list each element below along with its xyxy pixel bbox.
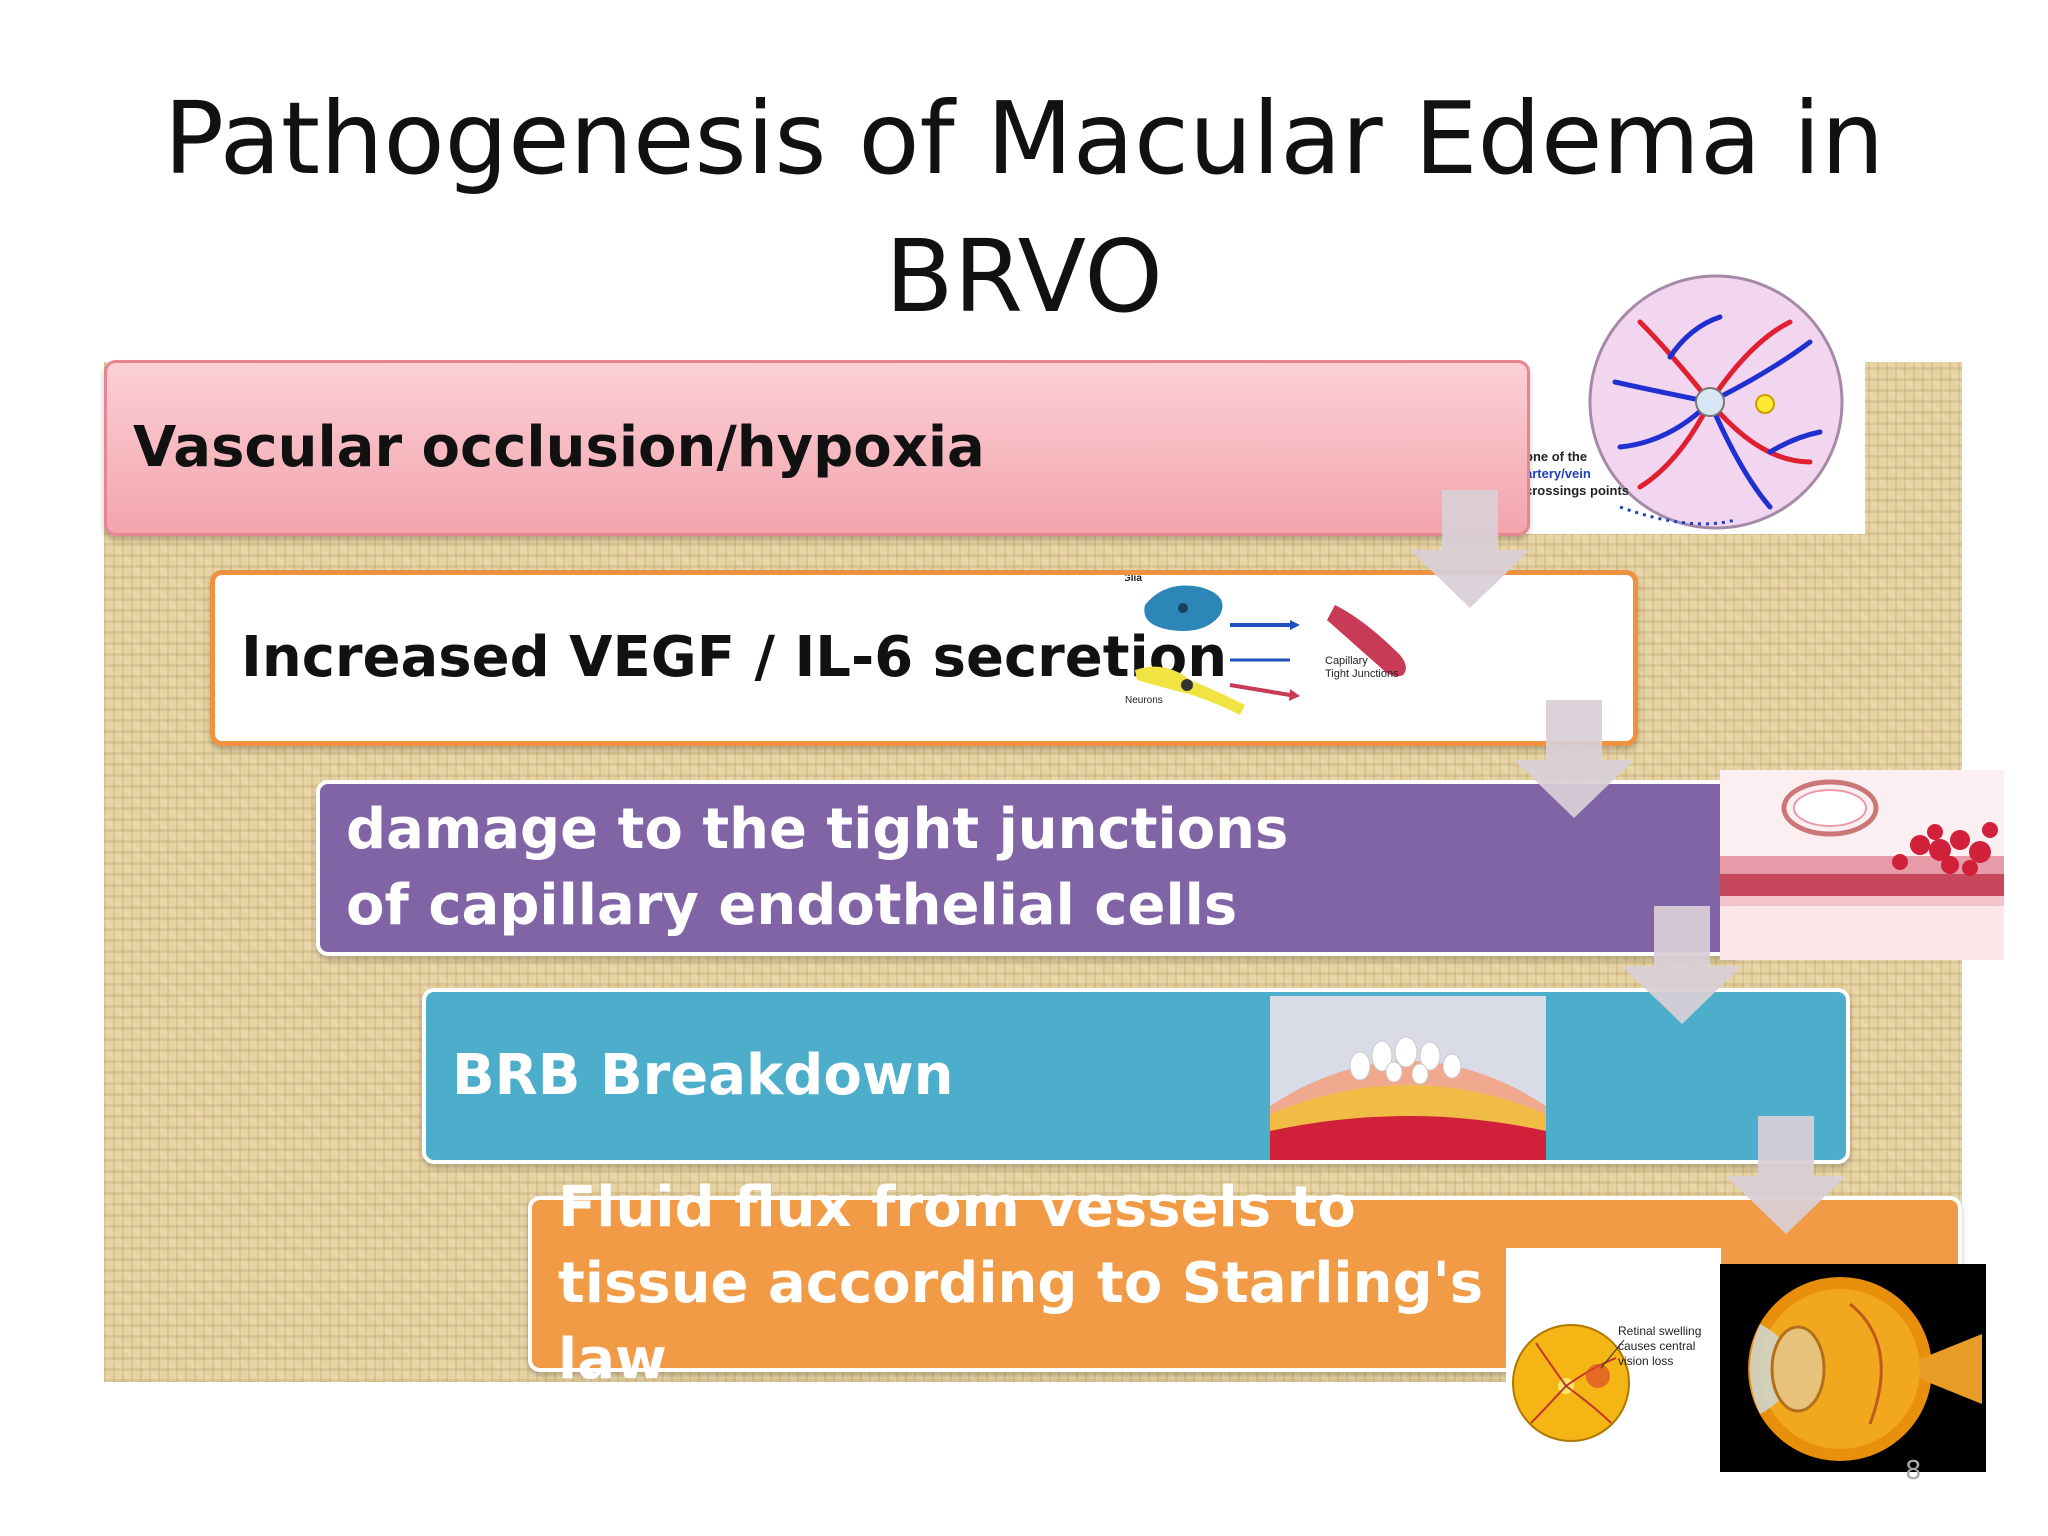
eye-anatomy-svg bbox=[1748, 1277, 1982, 1461]
retinal-caption-line-2: causes central bbox=[1618, 1339, 1696, 1353]
retina-section-svg bbox=[1270, 996, 1546, 1160]
glia-label: Glia bbox=[1125, 575, 1142, 584]
histology-svg bbox=[1720, 779, 2004, 960]
histology-diagram bbox=[1720, 770, 2004, 960]
title-line-1: Pathogenesis of Macular Edema in bbox=[163, 80, 1885, 197]
fundus-caption-line-1: one of the bbox=[1525, 449, 1588, 464]
fundus-caption-line-2: artery/vein bbox=[1525, 466, 1591, 481]
step-brb-breakdown: BRB Breakdown bbox=[422, 988, 1850, 1164]
fundus-diagram: one of the artery/vein crossings points bbox=[1520, 272, 1865, 534]
step-3-label: damage to the tight junctions of capilla… bbox=[346, 797, 1289, 938]
eye-anatomy-image bbox=[1720, 1264, 1986, 1472]
title-line-2: BRVO bbox=[885, 218, 1163, 335]
neurons-label: Neurons bbox=[1125, 695, 1163, 706]
step-5-label: Fluid flux from vessels to tissue accord… bbox=[558, 1175, 1484, 1392]
retinal-swelling-diagram: Retinal swelling causes central vision l… bbox=[1506, 1248, 1721, 1458]
fundus-svg bbox=[1588, 274, 1844, 530]
step-tight-junction-damage: damage to the tight junctions of capilla… bbox=[316, 780, 1742, 956]
capillary-tight-junctions-label: Capillary Tight Junctions bbox=[1325, 655, 1399, 681]
step-fluid-flux: Fluid flux from vessels to tissue accord… bbox=[528, 1175, 1962, 1392]
step-increased-vegf: Increased VEGF / IL-6 secretion Glia Neu… bbox=[210, 570, 1638, 746]
capillary-label: Capillary bbox=[1325, 655, 1368, 667]
slide-title: Pathogenesis of Macular Edema in BRVO bbox=[0, 70, 2048, 346]
retinal-swelling-svg bbox=[1512, 1324, 1630, 1442]
page-number: 8 bbox=[1905, 1456, 1922, 1486]
retinal-caption-line-3: vision loss bbox=[1618, 1354, 1674, 1368]
vegf-diagram-svg bbox=[1135, 585, 1406, 715]
step-2-label: Increased VEGF / IL-6 secretion bbox=[241, 625, 1228, 690]
step-4-label: BRB Breakdown bbox=[452, 1043, 954, 1108]
step-1-label: Vascular occlusion/hypoxia bbox=[133, 415, 985, 480]
arrow-1-down-icon bbox=[1410, 490, 1530, 608]
retina-cross-section-diagram bbox=[1270, 996, 1546, 1160]
arrow-2-down-icon bbox=[1514, 700, 1634, 818]
step-vascular-occlusion: Vascular occlusion/hypoxia bbox=[104, 360, 1530, 536]
fundus-caption-line-3: crossings points bbox=[1525, 483, 1630, 498]
vegf-secretion-diagram: Glia Neurons Capillary Tight Junctions bbox=[1125, 575, 1425, 741]
retinal-caption-line-1: Retinal swelling bbox=[1618, 1324, 1702, 1338]
retinal-swelling-caption: Retinal swelling causes central vision l… bbox=[1618, 1324, 1701, 1369]
arrow-3-down-icon bbox=[1622, 906, 1742, 1024]
arrow-4-down-icon bbox=[1726, 1116, 1846, 1234]
fundus-caption: one of the artery/vein crossings points bbox=[1525, 448, 1629, 499]
tight-junctions-label: Tight Junctions bbox=[1325, 668, 1399, 680]
